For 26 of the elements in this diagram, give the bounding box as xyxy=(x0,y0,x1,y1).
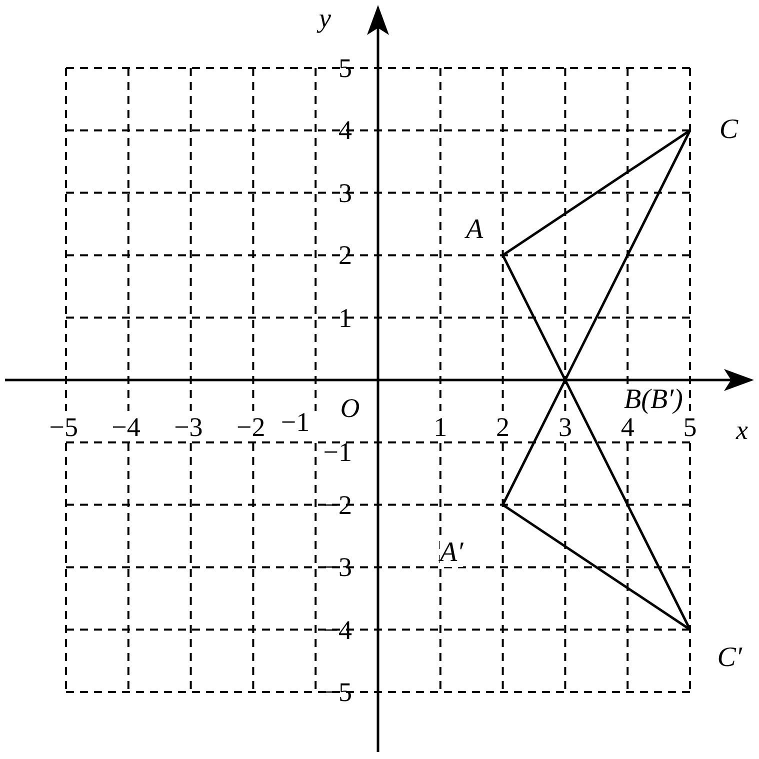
point-label: A′ xyxy=(440,539,464,567)
tick-label: 3 xyxy=(558,412,572,442)
triangle-side xyxy=(502,254,566,381)
axis-label: y xyxy=(319,3,331,33)
triangle-side xyxy=(502,379,566,506)
origin-label: O xyxy=(340,393,360,423)
tick-label: 1 xyxy=(434,412,448,442)
triangle-side xyxy=(564,130,692,381)
axis-label: x xyxy=(736,415,748,445)
tick-label: −5 xyxy=(49,412,78,442)
tick-label: 5 xyxy=(683,412,697,442)
point-label: B(B′) xyxy=(624,386,683,414)
tick-label: −3 xyxy=(174,412,203,442)
tick-label: 2 xyxy=(338,240,352,270)
tick-label: −1 xyxy=(323,437,352,467)
tick-label: 3 xyxy=(338,178,352,208)
tick-label: 4 xyxy=(338,115,352,146)
tick-label: −1 xyxy=(280,407,310,437)
tick-label: 4 xyxy=(620,412,634,442)
tick-label: −2 xyxy=(236,412,266,442)
tick-label: 2 xyxy=(496,412,510,442)
tick-label: 1 xyxy=(338,302,352,333)
triangle-side xyxy=(502,504,691,631)
triangle-side xyxy=(564,379,692,630)
tick-label: −4 xyxy=(112,412,140,442)
triangle-side xyxy=(502,129,691,256)
